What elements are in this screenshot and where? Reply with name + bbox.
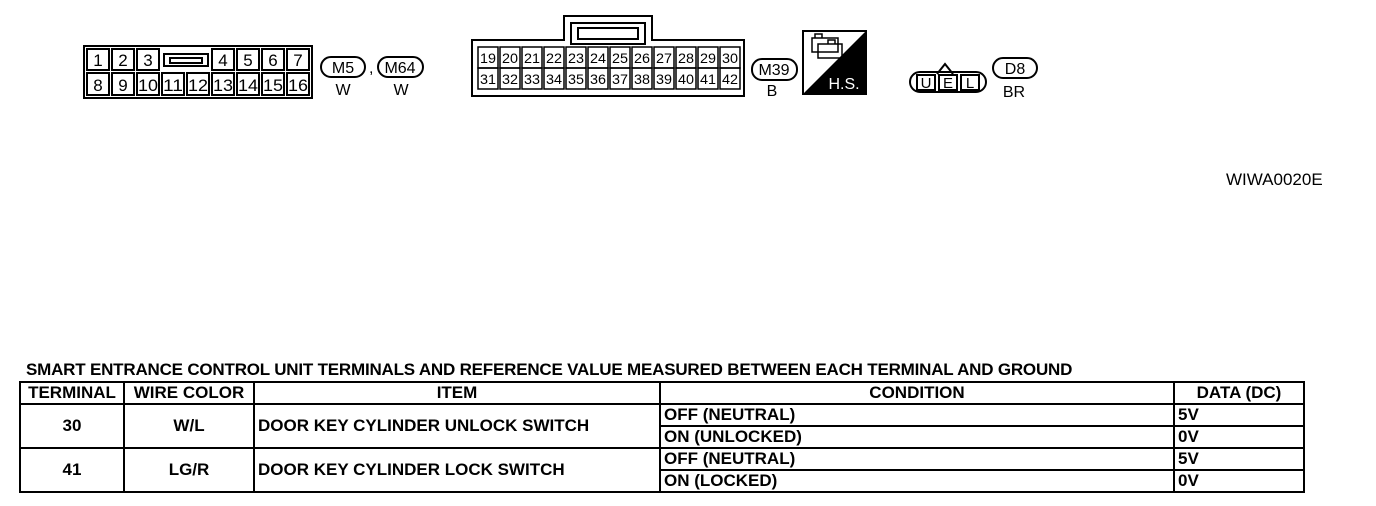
pin-label: 37 <box>612 71 628 87</box>
pin-label: 32 <box>502 71 518 87</box>
header-data: DATA (DC) <box>1173 381 1305 405</box>
wire-color-cell: W/L <box>123 403 255 449</box>
condition-cell: ON (UNLOCKED) <box>659 425 1175 449</box>
pin-label: 14 <box>238 76 258 95</box>
pin-label: 34 <box>546 71 562 87</box>
pin-label: 38 <box>634 71 650 87</box>
connector-id: M5 <box>332 60 354 77</box>
pin-label: 39 <box>656 71 672 87</box>
pin-label: 5 <box>243 51 252 70</box>
pin-label: E <box>943 75 953 92</box>
connector-tag-d8: D8 BR <box>992 57 1038 101</box>
connector-glyph-icon <box>811 33 843 59</box>
item-cell: DOOR KEY CYLINDER LOCK SWITCH <box>253 447 661 493</box>
connector-id: M39 <box>758 62 789 79</box>
header-item: ITEM <box>253 381 661 405</box>
connector-id: M64 <box>384 60 415 77</box>
connector-tag-m39: M39 B <box>751 58 798 100</box>
pin-label: 35 <box>568 71 584 87</box>
wire-color-label: B <box>767 83 778 100</box>
pin-label: 16 <box>288 76 308 95</box>
wire-color-cell: LG/R <box>123 447 255 493</box>
condition-cell: ON (LOCKED) <box>659 469 1175 493</box>
data-cell: 0V <box>1173 469 1305 493</box>
pin-label: 19 <box>480 50 496 66</box>
pin-label: U <box>921 75 932 92</box>
connector-id: D8 <box>1005 61 1026 78</box>
pin-label: 41 <box>700 71 716 87</box>
pin-label: 26 <box>634 50 650 66</box>
table-row: 41 LG/R DOOR KEY CYLINDER LOCK SWITCH OF… <box>19 447 1305 493</box>
wire-color-label: W <box>393 82 409 99</box>
figure-reference-code: WIWA0020E <box>1226 170 1323 189</box>
pin-label: 20 <box>502 50 518 66</box>
pin-label: 25 <box>612 50 628 66</box>
condition-cell: OFF (NEUTRAL) <box>659 403 1175 427</box>
pin-label: 29 <box>700 50 716 66</box>
table-row: ON (UNLOCKED) 0V <box>20 425 1305 449</box>
pin-label: 22 <box>546 50 562 66</box>
data-cell: 5V <box>1173 447 1305 471</box>
header-wire-color: WIRE COLOR <box>123 381 255 405</box>
pin-label: L <box>966 75 974 92</box>
pin-label: 30 <box>722 50 738 66</box>
table-title: SMART ENTRANCE CONTROL UNIT TERMINALS AN… <box>26 360 1073 379</box>
pin-label: 28 <box>678 50 694 66</box>
data-cell: 0V <box>1173 425 1305 449</box>
pin-label: 4 <box>218 51 227 70</box>
terminal-cell: 30 <box>19 403 125 449</box>
item-cell: DOOR KEY CYLINDER UNLOCK SWITCH <box>253 403 661 449</box>
terminal-cell: 41 <box>19 447 125 493</box>
terminal-reference-table: TERMINAL WIRE COLOR ITEM CONDITION DATA … <box>19 381 1305 493</box>
table-header-row: TERMINAL WIRE COLOR ITEM CONDITION DATA … <box>19 381 1305 405</box>
pin-label: 10 <box>138 76 158 95</box>
pin-label: 12 <box>188 76 208 95</box>
pin-label: 7 <box>293 51 302 70</box>
pin-label: 15 <box>263 76 283 95</box>
connector-m39-pin-labels: 19 20 21 22 23 24 25 26 27 28 29 30 31 3… <box>480 50 738 87</box>
pin-label: 13 <box>213 76 233 95</box>
table-row: 30 W/L DOOR KEY CYLINDER UNLOCK SWITCH O… <box>19 403 1305 449</box>
pin-label: 31 <box>480 71 496 87</box>
connector-d8 <box>909 62 987 93</box>
pin-label: 3 <box>143 51 152 70</box>
connector-m39 <box>471 15 745 97</box>
pin-label: 2 <box>118 51 127 70</box>
header-terminal: TERMINAL <box>19 381 125 405</box>
pin-label: 40 <box>678 71 694 87</box>
pin-label: 42 <box>722 71 738 87</box>
pin-label: 11 <box>163 76 183 95</box>
connector-d8-pin-labels: U E L <box>921 75 975 92</box>
pin-label: 6 <box>268 51 277 70</box>
pin-label: 36 <box>590 71 606 87</box>
harness-symbol-label: H.S. <box>828 76 859 93</box>
wire-color-label: W <box>335 82 351 99</box>
connector-m5-m64-pin-labels: 1 2 3 4 5 6 7 8 9 10 11 12 13 14 15 16 <box>93 51 308 95</box>
pin-label: 9 <box>118 76 127 95</box>
pin-label: 8 <box>93 76 102 95</box>
pin-label: 1 <box>93 51 102 70</box>
pin-label: 23 <box>568 50 584 66</box>
connector-m5-m64 <box>83 45 313 99</box>
table-row: ON (LOCKED) 0V <box>20 469 1305 493</box>
pin-label: 24 <box>590 50 606 66</box>
condition-cell: OFF (NEUTRAL) <box>659 447 1175 471</box>
connector-m39-cells <box>477 46 741 90</box>
pin-label: 21 <box>524 50 540 66</box>
connector-tag-m5: M5 W <box>320 56 366 99</box>
harness-symbol-icon: H.S. <box>802 30 867 95</box>
data-cell: 5V <box>1173 403 1305 427</box>
pin-label: 27 <box>656 50 672 66</box>
connector-tag-m64: M64 W <box>377 56 424 99</box>
header-condition: CONDITION <box>659 381 1175 405</box>
tag-separator: , <box>369 60 373 77</box>
pin-label: 33 <box>524 71 540 87</box>
wire-color-label: BR <box>1003 84 1025 101</box>
